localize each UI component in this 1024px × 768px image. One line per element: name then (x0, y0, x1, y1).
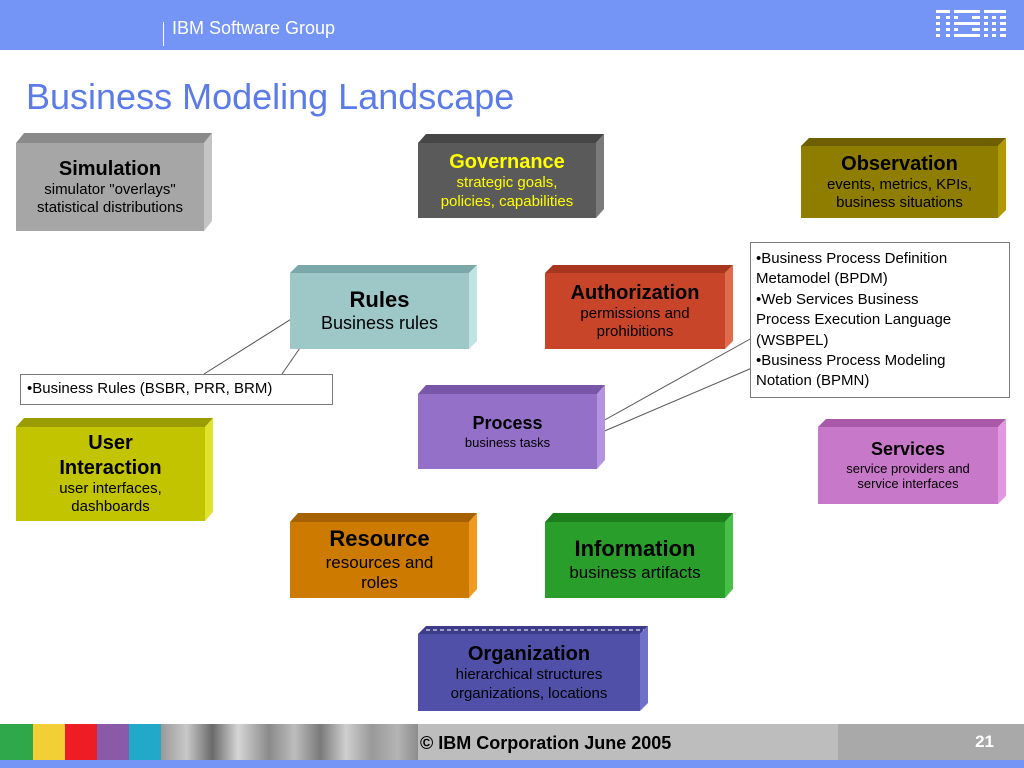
services-line-1: service providers and (846, 460, 970, 476)
governance-title: Governance (449, 151, 565, 173)
rules-callout: •Business Rules (BSBR, PRR, BRM) (20, 374, 333, 405)
governance-line-2: policies, capabilities (440, 192, 574, 210)
process-callout-line-4: Process Execution Language (756, 311, 952, 329)
header-group-label: IBM Software Group (172, 18, 336, 38)
observation-line-1: events, metrics, KPIs, (826, 175, 973, 193)
header-separator (163, 22, 164, 46)
user-interaction-line-1: user interfaces, (59, 480, 162, 498)
rules-line-1: Business rules (320, 313, 439, 334)
simulation-title: Simulation (58, 157, 162, 180)
organization-box: Organization hierarchical structures org… (418, 626, 648, 711)
resource-title: Resource (329, 525, 430, 551)
footer-swatch-purple (97, 724, 129, 760)
bottom-strip (0, 760, 1024, 768)
services-line-2: service interfaces (857, 476, 959, 492)
services-box: Services service providers and service i… (818, 419, 1006, 504)
user-interaction-title-2: Interaction (59, 456, 162, 479)
footer-swatch-yellow (33, 724, 65, 760)
simulation-line-2: statistical distributions (37, 199, 183, 217)
observation-title: Observation (841, 152, 958, 175)
footer-bar: © IBM Corporation June 2005 21 (0, 724, 1024, 760)
simulation-box: Simulation simulator "overlays" statisti… (16, 133, 212, 231)
process-callout-line-3: •Web Services Business (756, 290, 919, 308)
resource-line-2: roles (361, 573, 398, 593)
process-callout: •Business Process Definition Metamodel (… (750, 242, 1010, 398)
governance-box: Governance strategic goals, policies, ca… (418, 134, 604, 218)
footer-swatch-green (0, 724, 33, 760)
resource-box: Resource resources and roles (290, 513, 477, 598)
observation-box: Observation events, metrics, KPIs, busin… (801, 138, 1006, 218)
footer-swatch-teal (129, 724, 161, 760)
footer-swatch-red (65, 724, 97, 760)
process-callout-line-1: •Business Process Definition (756, 250, 948, 267)
user-interaction-title-1: User (88, 432, 133, 455)
process-line-1: business tasks (464, 434, 551, 450)
authorization-line-1: permissions and (580, 304, 690, 322)
observation-line-2: business situations (836, 194, 963, 212)
information-box: Information business artifacts (545, 513, 733, 598)
process-callout-line-6: •Business Process Modeling (756, 351, 946, 369)
footer-page-number: 21 (838, 724, 1024, 760)
user-interaction-box: User Interaction user interfaces, dashbo… (16, 418, 213, 521)
footer-photo-strip (161, 724, 418, 760)
header-bar: IBM Software Group (0, 0, 1024, 50)
services-title: Services (870, 438, 946, 459)
rules-callout-text: •Business Rules (BSBR, PRR, BRM) (27, 380, 273, 397)
process-box: Process business tasks (418, 385, 605, 469)
rules-title: Rules (349, 286, 410, 312)
process-title: Process (472, 412, 543, 433)
organization-title: Organization (467, 643, 591, 665)
authorization-line-2: prohibitions (596, 323, 674, 341)
page-title: Business Modeling Landscape (26, 76, 515, 117)
ibm-logo (936, 8, 1006, 42)
process-callout-line-5: (WSBPEL) (756, 331, 829, 349)
footer-copyright: © IBM Corporation June 2005 (418, 724, 838, 760)
authorization-box: Authorization permissions and prohibitio… (545, 265, 733, 349)
information-title: Information (574, 536, 696, 562)
authorization-title: Authorization (570, 281, 700, 304)
simulation-line-1: simulator "overlays" (44, 180, 176, 198)
resource-line-1: resources and (325, 552, 434, 572)
organization-line-1: hierarchical structures (455, 666, 603, 684)
organization-line-2: organizations, locations (450, 684, 608, 702)
process-callout-line-7: Notation (BPMN) (756, 372, 870, 390)
information-line-1: business artifacts (569, 563, 701, 583)
governance-line-1: strategic goals, (456, 174, 558, 192)
process-callout-line-2: Metamodel (BPDM) (756, 270, 888, 288)
user-interaction-line-2: dashboards (71, 498, 150, 516)
rules-box: Rules Business rules (290, 265, 477, 349)
